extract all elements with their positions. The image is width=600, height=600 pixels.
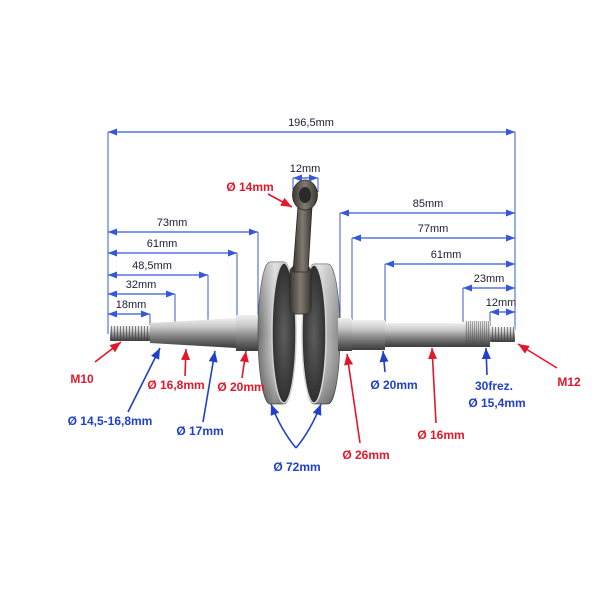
label-spline-diameter: Ø 15,4mm — [468, 396, 525, 410]
label-right-85: 85mm — [413, 198, 444, 210]
label-right-23: 23mm — [474, 273, 505, 285]
label-left-73: 73mm — [157, 217, 188, 229]
arrow-flywheel-left — [270, 403, 297, 449]
label-right-shaft: Ø 16mm — [417, 428, 464, 442]
left-thread-grooves — [110, 326, 151, 341]
arrow-small-end-bore — [267, 193, 293, 208]
label-right-12: 12mm — [486, 297, 517, 309]
label-left-thread: M10 — [70, 372, 94, 386]
label-right-77: 77mm — [418, 223, 449, 235]
label-left-48-5: 48,5mm — [132, 260, 172, 272]
arrow-flywheel-right — [295, 403, 322, 449]
arrow-right-seal — [344, 353, 361, 444]
right-seal-section — [338, 318, 352, 351]
label-left-journal: Ø 20mm — [217, 380, 264, 394]
label-small-end-width: 12mm — [290, 163, 321, 175]
right-bearing-journal — [352, 320, 385, 350]
arrow-left-taper — [127, 347, 161, 413]
callout-labels: Ø 14mm M10 Ø 16,8mm Ø 20mm Ø 14,5-16,8mm… — [68, 180, 581, 474]
right-spline-teeth — [465, 321, 490, 347]
label-right-61: 61mm — [431, 249, 462, 261]
label-left-taper: Ø 14,5-16,8mm — [68, 414, 153, 428]
label-right-journal: Ø 20mm — [370, 378, 417, 392]
label-right-thread: M12 — [557, 375, 581, 389]
arrow-left-journal — [239, 350, 249, 379]
arrow-left-shaft-b — [202, 350, 218, 423]
callout-arrows — [94, 193, 558, 449]
connecting-rod-big-end — [289, 265, 312, 315]
label-overall-length: 196,5mm — [288, 117, 334, 129]
label-right-seal: Ø 26mm — [342, 448, 389, 462]
label-left-shaft-a: Ø 16,8mm — [147, 378, 204, 392]
arrow-right-shaft — [428, 347, 438, 424]
arrow-spline — [481, 347, 491, 376]
label-small-end-bore: Ø 14mm — [226, 180, 273, 194]
arrow-right-journal — [379, 350, 389, 373]
left-tapered-shaft — [150, 318, 236, 348]
crankshaft — [110, 179, 515, 405]
arrow-right-thread — [517, 343, 558, 369]
label-spline-teeth: 30frez. — [475, 379, 513, 393]
label-left-shaft-b: Ø 17mm — [176, 424, 223, 438]
small-end-bore — [299, 187, 311, 203]
connecting-rod-beam — [292, 205, 313, 273]
label-left-61: 61mm — [147, 238, 178, 250]
left-bearing-journal — [236, 315, 258, 351]
label-flywheel: Ø 72mm — [273, 460, 320, 474]
arrow-left-shaft-a — [181, 348, 191, 377]
right-thread-grooves — [490, 327, 515, 342]
right-shaft — [385, 323, 465, 347]
dimension-labels: 196,5mm 12mm 73mm 61mm 48,5mm 32mm 18mm … — [116, 117, 517, 311]
dimension-lines — [108, 128, 515, 318]
label-left-18: 18mm — [116, 299, 147, 311]
arrow-left-thread — [94, 341, 122, 363]
label-left-32: 32mm — [126, 279, 157, 291]
